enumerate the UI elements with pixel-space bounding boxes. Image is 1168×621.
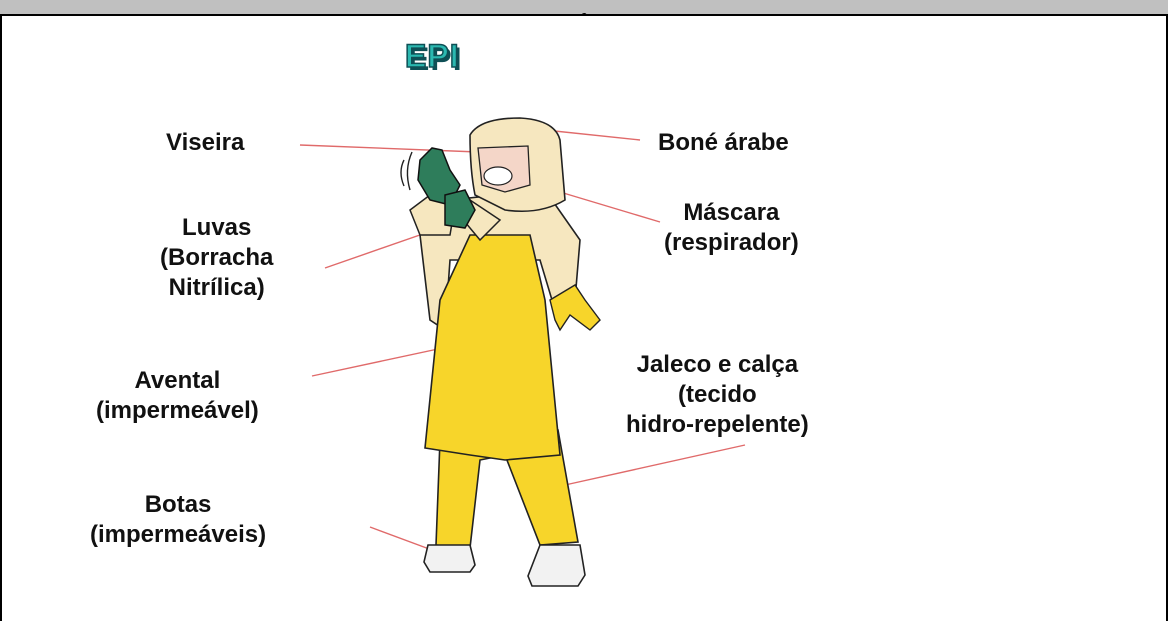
leader-jaleco <box>564 444 746 486</box>
label-jaleco-line-1: Jaleco e calça <box>636 351 799 378</box>
diagram-title: EPI <box>404 37 460 75</box>
left-boot <box>423 544 476 573</box>
apron <box>424 234 561 461</box>
apron-ties <box>549 284 601 332</box>
motion-mark-1 <box>400 159 405 187</box>
label-viseira: Viseira <box>166 128 244 158</box>
top-bar: ç <box>0 0 1168 16</box>
left-border <box>0 16 2 621</box>
right-boot <box>527 544 586 587</box>
label-luvas-line-3: Nitrílica) <box>168 274 265 301</box>
label-botas-line-2: (impermeáveis) <box>90 521 267 548</box>
leader-viseira <box>299 144 479 153</box>
label-bone-line-1: Boné árabe <box>658 129 789 156</box>
label-botas: Botas (impermeáveis) <box>90 490 266 550</box>
label-jaleco-line-3: hidro-repelente) <box>626 411 809 438</box>
label-avental-line-1: Avental <box>134 367 221 394</box>
left-glove <box>417 147 461 206</box>
label-viseira-line-1: Viseira <box>166 129 245 156</box>
motion-mark-2 <box>406 151 413 191</box>
label-mascara-line-1: Máscara <box>683 199 780 226</box>
label-jaleco-calca: Jaleco e calça (tecido hidro-repelente) <box>626 350 809 440</box>
leader-bone <box>544 129 641 141</box>
label-luvas-line-1: Luvas <box>182 214 252 241</box>
mask <box>483 166 513 186</box>
right-border <box>1166 16 1168 621</box>
label-luvas-line-2: (Borracha <box>160 244 274 271</box>
label-luvas: Luvas (Borracha Nitrílica) <box>160 213 273 303</box>
label-mascara-line-2: (respirador) <box>664 229 799 256</box>
right-glove <box>444 189 476 229</box>
label-bone-arabe: Boné árabe <box>658 128 789 158</box>
label-avental-line-2: (impermeável) <box>96 397 259 424</box>
label-botas-line-1: Botas <box>144 491 212 518</box>
top-bar-text: ç <box>580 10 588 16</box>
label-avental: Avental (impermeável) <box>96 366 259 426</box>
label-jaleco-line-2: (tecido <box>678 381 757 408</box>
label-mascara: Máscara (respirador) <box>664 198 799 258</box>
